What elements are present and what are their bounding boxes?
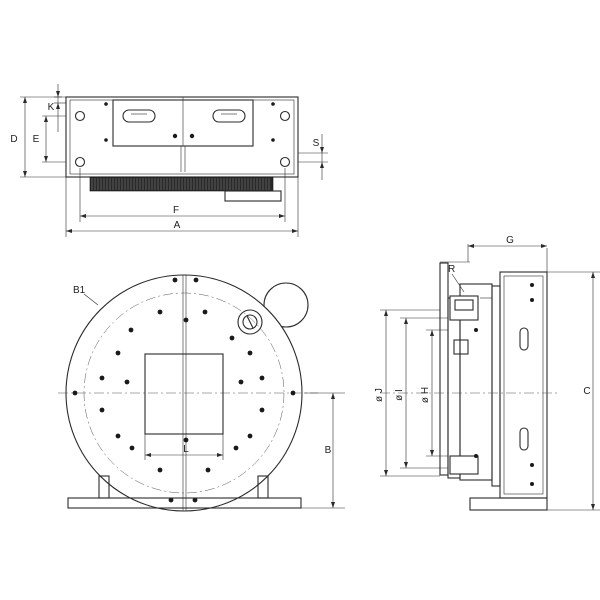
base-plate bbox=[67, 497, 302, 509]
mounting-hole bbox=[202, 309, 208, 315]
mounting-hole bbox=[259, 375, 265, 381]
label-i: ø I bbox=[394, 389, 405, 401]
lock-knob bbox=[237, 309, 263, 335]
label-a: A bbox=[174, 220, 181, 231]
mounting-hole bbox=[183, 317, 189, 323]
side-hole bbox=[530, 482, 534, 486]
side-view bbox=[380, 244, 600, 511]
side-hole bbox=[530, 298, 534, 302]
mounting-hole bbox=[290, 390, 296, 396]
mounting-hole bbox=[259, 407, 265, 413]
side-body bbox=[499, 271, 548, 499]
label-c: C bbox=[583, 386, 590, 397]
side-hole bbox=[474, 328, 478, 332]
label-j: ø J bbox=[374, 388, 385, 402]
label-e: E bbox=[33, 134, 40, 145]
mounting-hole bbox=[229, 335, 235, 341]
label-b: B bbox=[325, 445, 332, 456]
label-d: D bbox=[10, 134, 17, 145]
mounting-hole bbox=[238, 379, 244, 385]
mounting-hole bbox=[115, 350, 121, 356]
mounting-hole bbox=[172, 277, 178, 283]
mounting-hole bbox=[129, 445, 135, 451]
mounting-hole bbox=[183, 437, 189, 443]
mounting-hole bbox=[157, 309, 163, 315]
label-g: G bbox=[506, 235, 514, 246]
top-view-housing bbox=[65, 96, 299, 178]
mounting-hole bbox=[247, 350, 253, 356]
motor-housing bbox=[263, 282, 309, 328]
mounting-hole bbox=[205, 467, 211, 473]
top-slot-right bbox=[212, 109, 246, 123]
mounting-hole bbox=[233, 445, 239, 451]
mounting-hole bbox=[115, 433, 121, 439]
center-opening bbox=[144, 353, 224, 435]
side-hole bbox=[530, 283, 534, 287]
mounting-hole bbox=[193, 277, 199, 283]
label-f: F bbox=[173, 205, 179, 216]
mounting-hole bbox=[157, 467, 163, 473]
label-h: ø H bbox=[420, 387, 431, 403]
mounting-hole bbox=[128, 327, 134, 333]
mounting-hole bbox=[72, 390, 78, 396]
side-face-plate bbox=[439, 262, 449, 476]
gear-ring bbox=[89, 176, 274, 192]
side-hole bbox=[474, 454, 478, 458]
front-view bbox=[58, 274, 345, 512]
top-slot-left bbox=[122, 109, 156, 123]
top-view bbox=[20, 84, 328, 237]
side-base bbox=[469, 497, 548, 511]
mounting-hole bbox=[192, 497, 198, 503]
mounting-hole bbox=[99, 407, 105, 413]
label-b1: B1 bbox=[73, 285, 86, 296]
mounting-hole bbox=[99, 375, 105, 381]
mounting-hole bbox=[168, 497, 174, 503]
gear-cover bbox=[224, 190, 282, 202]
mounting-hole bbox=[124, 379, 130, 385]
label-r: R bbox=[448, 264, 455, 275]
mounting-hole bbox=[247, 433, 253, 439]
label-l: L bbox=[183, 444, 189, 455]
label-k: K bbox=[48, 102, 55, 113]
label-s: S bbox=[313, 138, 320, 149]
side-hole bbox=[530, 463, 534, 467]
